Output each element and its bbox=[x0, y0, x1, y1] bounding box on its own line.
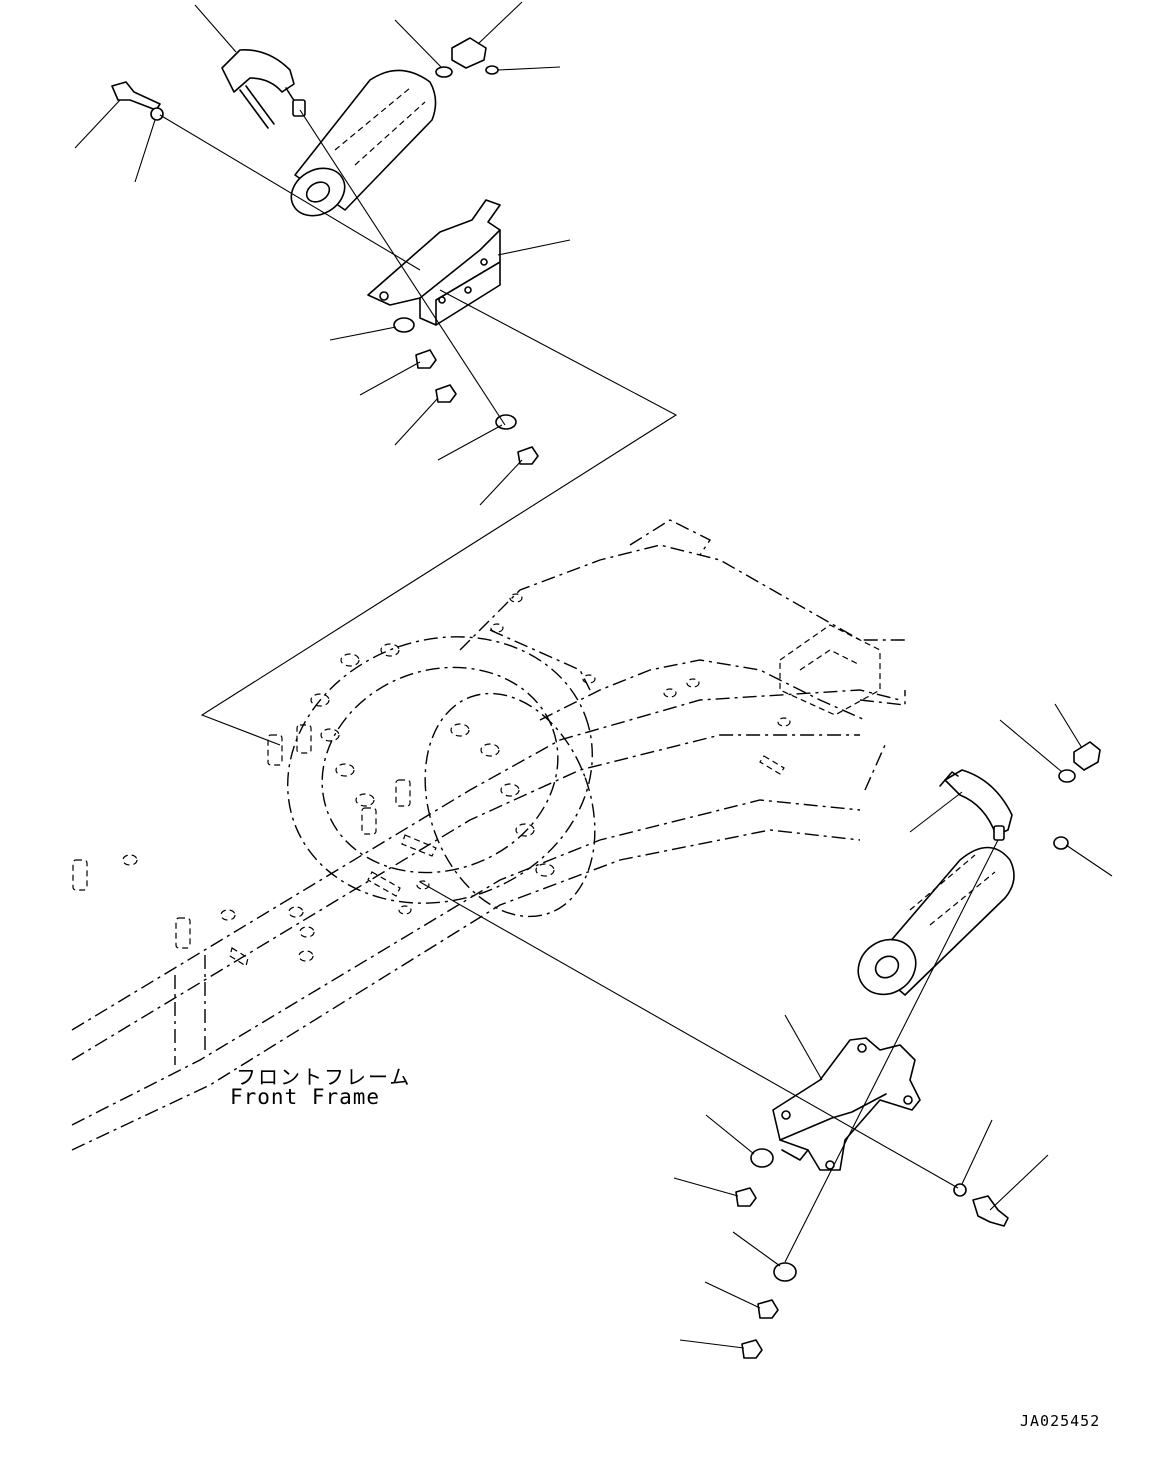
hardware-top bbox=[393, 317, 539, 465]
drawing-code: JA025452 bbox=[1020, 1412, 1100, 1430]
leader-lines bbox=[74, 1, 1113, 1349]
band-clamp-top bbox=[221, 49, 306, 129]
canister-top bbox=[290, 69, 437, 217]
band-clamp-bottom bbox=[939, 769, 1013, 841]
ring-flange bbox=[287, 636, 596, 918]
detail-outline bbox=[200, 289, 678, 746]
bracket-top bbox=[367, 199, 501, 326]
bracket-bottom bbox=[772, 1037, 921, 1171]
bottom-assembly bbox=[419, 741, 1101, 1359]
fitting-bottom bbox=[1053, 741, 1101, 850]
canister-bottom bbox=[857, 846, 1015, 996]
frame-bosses bbox=[72, 593, 791, 967]
hardware-bottom bbox=[735, 1148, 1009, 1359]
top-assembly bbox=[111, 37, 678, 746]
fitting-top bbox=[435, 37, 499, 78]
front-frame bbox=[71, 519, 906, 1151]
frame-label-en: Front Frame bbox=[230, 1085, 380, 1109]
frame-label-jp: フロントフレーム bbox=[236, 1065, 411, 1089]
